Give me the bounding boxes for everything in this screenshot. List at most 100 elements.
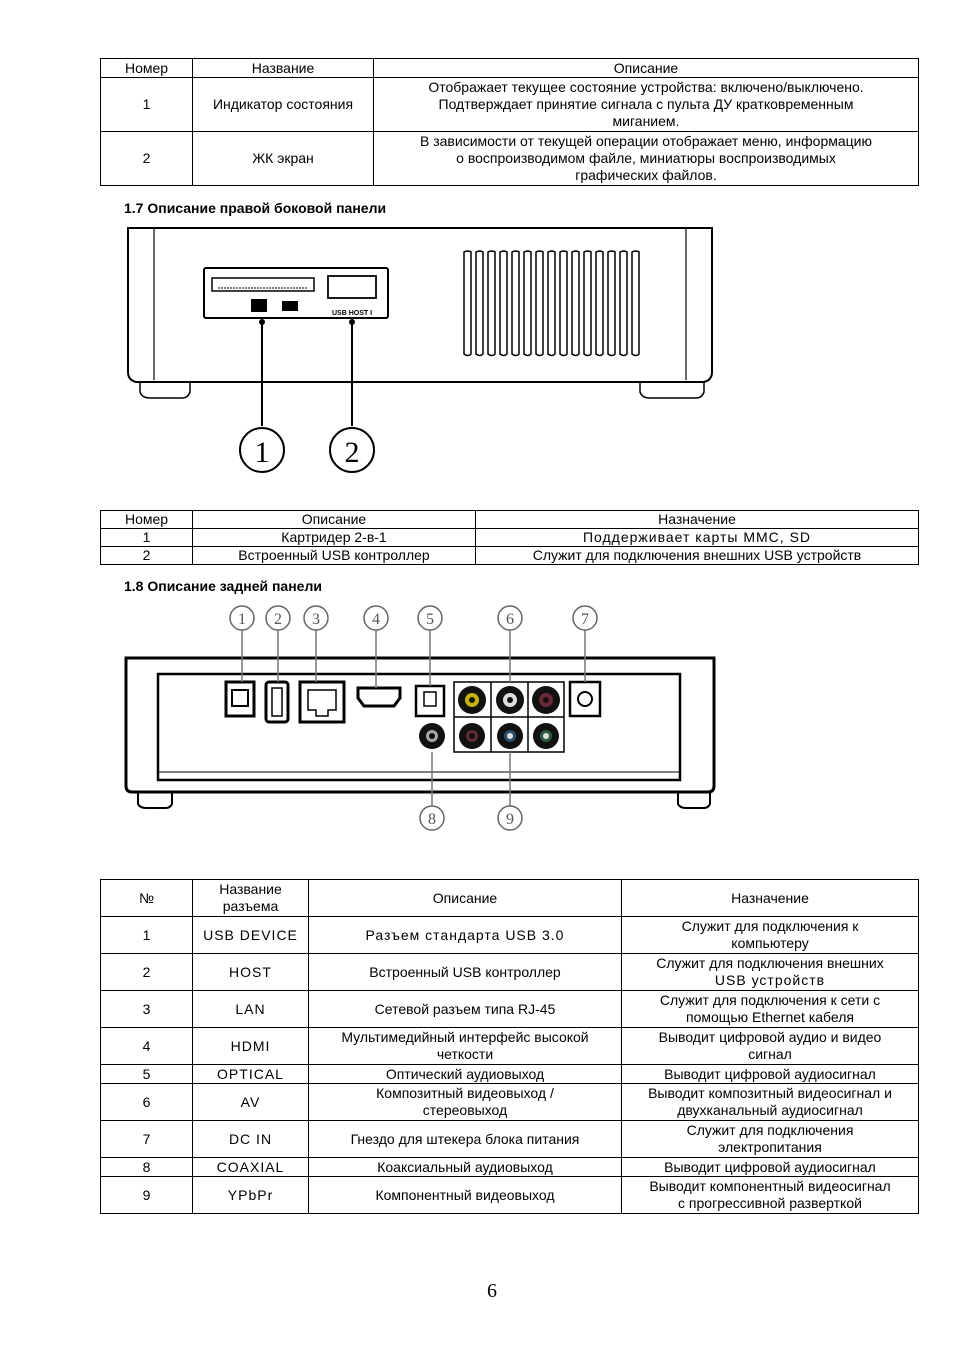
purpose-line: электропитания [718,1139,822,1155]
section-heading-right-panel: 1.7 Описание правой боковой панели [124,200,387,216]
desc-line: Подтверждает принятие сигнала с пульта Д… [438,96,854,112]
cell-description: Мультимедийный интерфейс высокой четкост… [308,1027,622,1065]
desc-line: о воспроизводимом файле, миниатюры воспр… [456,150,836,166]
purpose-line: Выводит цифровой аудио и видео [658,1029,882,1045]
cell-connector-name: AV [192,1083,309,1121]
cell-number: 1 [100,528,193,547]
cell-purpose: Выводит цифровой аудиосигнал [621,1157,919,1177]
desc-line: Отображает текущее состояние устройства:… [428,79,864,95]
purpose-line: двухканальный аудиосигнал [677,1102,863,1118]
callout-5: 5 [426,611,434,628]
table-row: 1 Картридер 2-в-1 Поддерживает карты MMC… [100,528,919,547]
cell-description: Разъем стандарта USB 3.0 [308,916,622,954]
page-number: 6 [487,1280,497,1302]
cell-connector-name: HDMI [192,1027,309,1065]
callout-2: 2 [345,436,360,469]
cell-connector-name: USB DEVICE [192,916,309,954]
cell-purpose: Служит для подключения внешних USB устро… [621,953,919,991]
cell-number: 6 [100,1083,193,1121]
table-row: 8 COAXIAL Коаксиальный аудиовыход Выводи… [100,1157,919,1177]
purpose-line: с прогрессивной разверткой [678,1195,862,1211]
table-row: 2 Встроенный USB контроллер Служит для п… [100,546,919,565]
desc-line: В зависимости от текущей операции отобра… [420,133,872,149]
front-panel-table: Номер Название Описание 1 Индикатор сост… [100,58,919,186]
cell-number: 1 [100,77,193,132]
cell-number: 4 [100,1027,193,1065]
table-row: 1 Индикатор состояния Отображает текущее… [100,77,919,132]
callout-3: 3 [312,611,320,628]
callout-9: 9 [506,811,514,828]
purpose-line: Выводит композитный видеосигнал и [648,1085,892,1101]
right-side-panel-figure: USB HOST I 1 2 [127,227,713,473]
cell-description: Компонентный видеовыход [308,1176,622,1214]
table-row: 2 ЖК экран В зависимости от текущей опер… [100,131,919,186]
table-row: 3 LAN Сетевой разъем типа RJ-45 Служит д… [100,990,919,1028]
cell-number: 1 [100,916,193,954]
desc-line: стереовыход [422,1102,508,1118]
cell-description: Композитный видеовыход / стереовыход [308,1083,622,1121]
desc-line: четкости [436,1046,494,1062]
cell-connector-name: COAXIAL [192,1157,309,1177]
cell-purpose: Выводит компонентный видеосигнал с прогр… [621,1176,919,1214]
header-number: Номер [100,510,193,529]
header-line: Название [219,881,282,897]
cell-purpose: Выводит цифровой аудиосигнал [621,1064,919,1084]
desc-line: миганием. [612,113,680,129]
cell-description: Встроенный USB контроллер [192,546,476,565]
section-heading-rear-panel: 1.8 Описание задней панели [124,578,322,594]
purpose-line: Выводит компонентный видеосигнал [649,1178,891,1194]
cell-connector-name: OPTICAL [192,1064,309,1084]
cell-number: 3 [100,990,193,1028]
table-row: 1 USB DEVICE Разъем стандарта USB 3.0 Сл… [100,916,919,954]
cell-name: Индикатор состояния [192,77,374,132]
cell-purpose: Выводит композитный видеосигнал и двухка… [621,1083,919,1121]
header-line: разъема [222,898,279,914]
table-row: 7 DC IN Гнездо для штекера блока питания… [100,1120,919,1158]
table-row: 6 AV Композитный видеовыход / стереовыхо… [100,1083,919,1121]
port-label: USB HOST I [332,310,372,317]
header-description: Описание [308,879,622,917]
cell-description: Коаксиальный аудиовыход [308,1157,622,1177]
purpose-line: USB устройств [714,972,826,988]
table-row: 2 HOST Встроенный USB контроллер Служит … [100,953,919,991]
right-panel-table: Номер Описание Назначение 1 Картридер 2-… [100,510,919,565]
cell-number: 7 [100,1120,193,1158]
cell-description: Сетевой разъем типа RJ-45 [308,990,622,1028]
header-purpose: Назначение [621,879,919,917]
cell-description: Оптический аудиовыход [308,1064,622,1084]
desc-line: Мультимедийный интерфейс высокой [341,1029,589,1045]
purpose-line: помощью Ethernet кабеля [686,1009,854,1025]
cell-purpose: Поддерживает карты MMC, SD [475,528,919,547]
table-row: 5 OPTICAL Оптический аудиовыход Выводит … [100,1064,919,1084]
cell-description: Картридер 2-в-1 [192,528,476,547]
purpose-line: сигнал [748,1046,792,1062]
cell-number: 2 [100,546,193,565]
cell-name: ЖК экран [192,131,374,186]
cell-purpose: Служит для подключения внешних USB устро… [475,546,919,565]
purpose-line: Служит для подключения [686,1122,854,1138]
desc-line: Композитный видеовыход / [376,1085,554,1101]
header-name: Название [192,58,374,78]
cell-number: 2 [100,953,193,991]
callout-8: 8 [428,811,436,828]
cell-description: Встроенный USB контроллер [308,953,622,991]
purpose-line: компьютеру [731,935,809,951]
table-header-row: Номер Название Описание [100,58,919,78]
callout-1: 1 [255,436,270,469]
cell-description: В зависимости от текущей операции отобра… [373,131,919,186]
callout-4: 4 [372,611,380,628]
rear-panel-table: № Название разъема Описание Назначение 1… [100,879,919,1214]
cell-connector-name: DC IN [192,1120,309,1158]
header-description: Описание [373,58,919,78]
purpose-line: Служит для подключения внешних [656,955,884,971]
callout-7: 7 [581,611,589,628]
header-description: Описание [192,510,476,529]
purpose-line: Служит для подключения к [681,918,859,934]
header-number: № [100,879,193,917]
cell-connector-name: HOST [192,953,309,991]
desc-line: графических файлов. [575,167,717,183]
table-header-row: № Название разъема Описание Назначение [100,879,919,917]
callout-6: 6 [506,611,514,628]
cell-number: 9 [100,1176,193,1214]
